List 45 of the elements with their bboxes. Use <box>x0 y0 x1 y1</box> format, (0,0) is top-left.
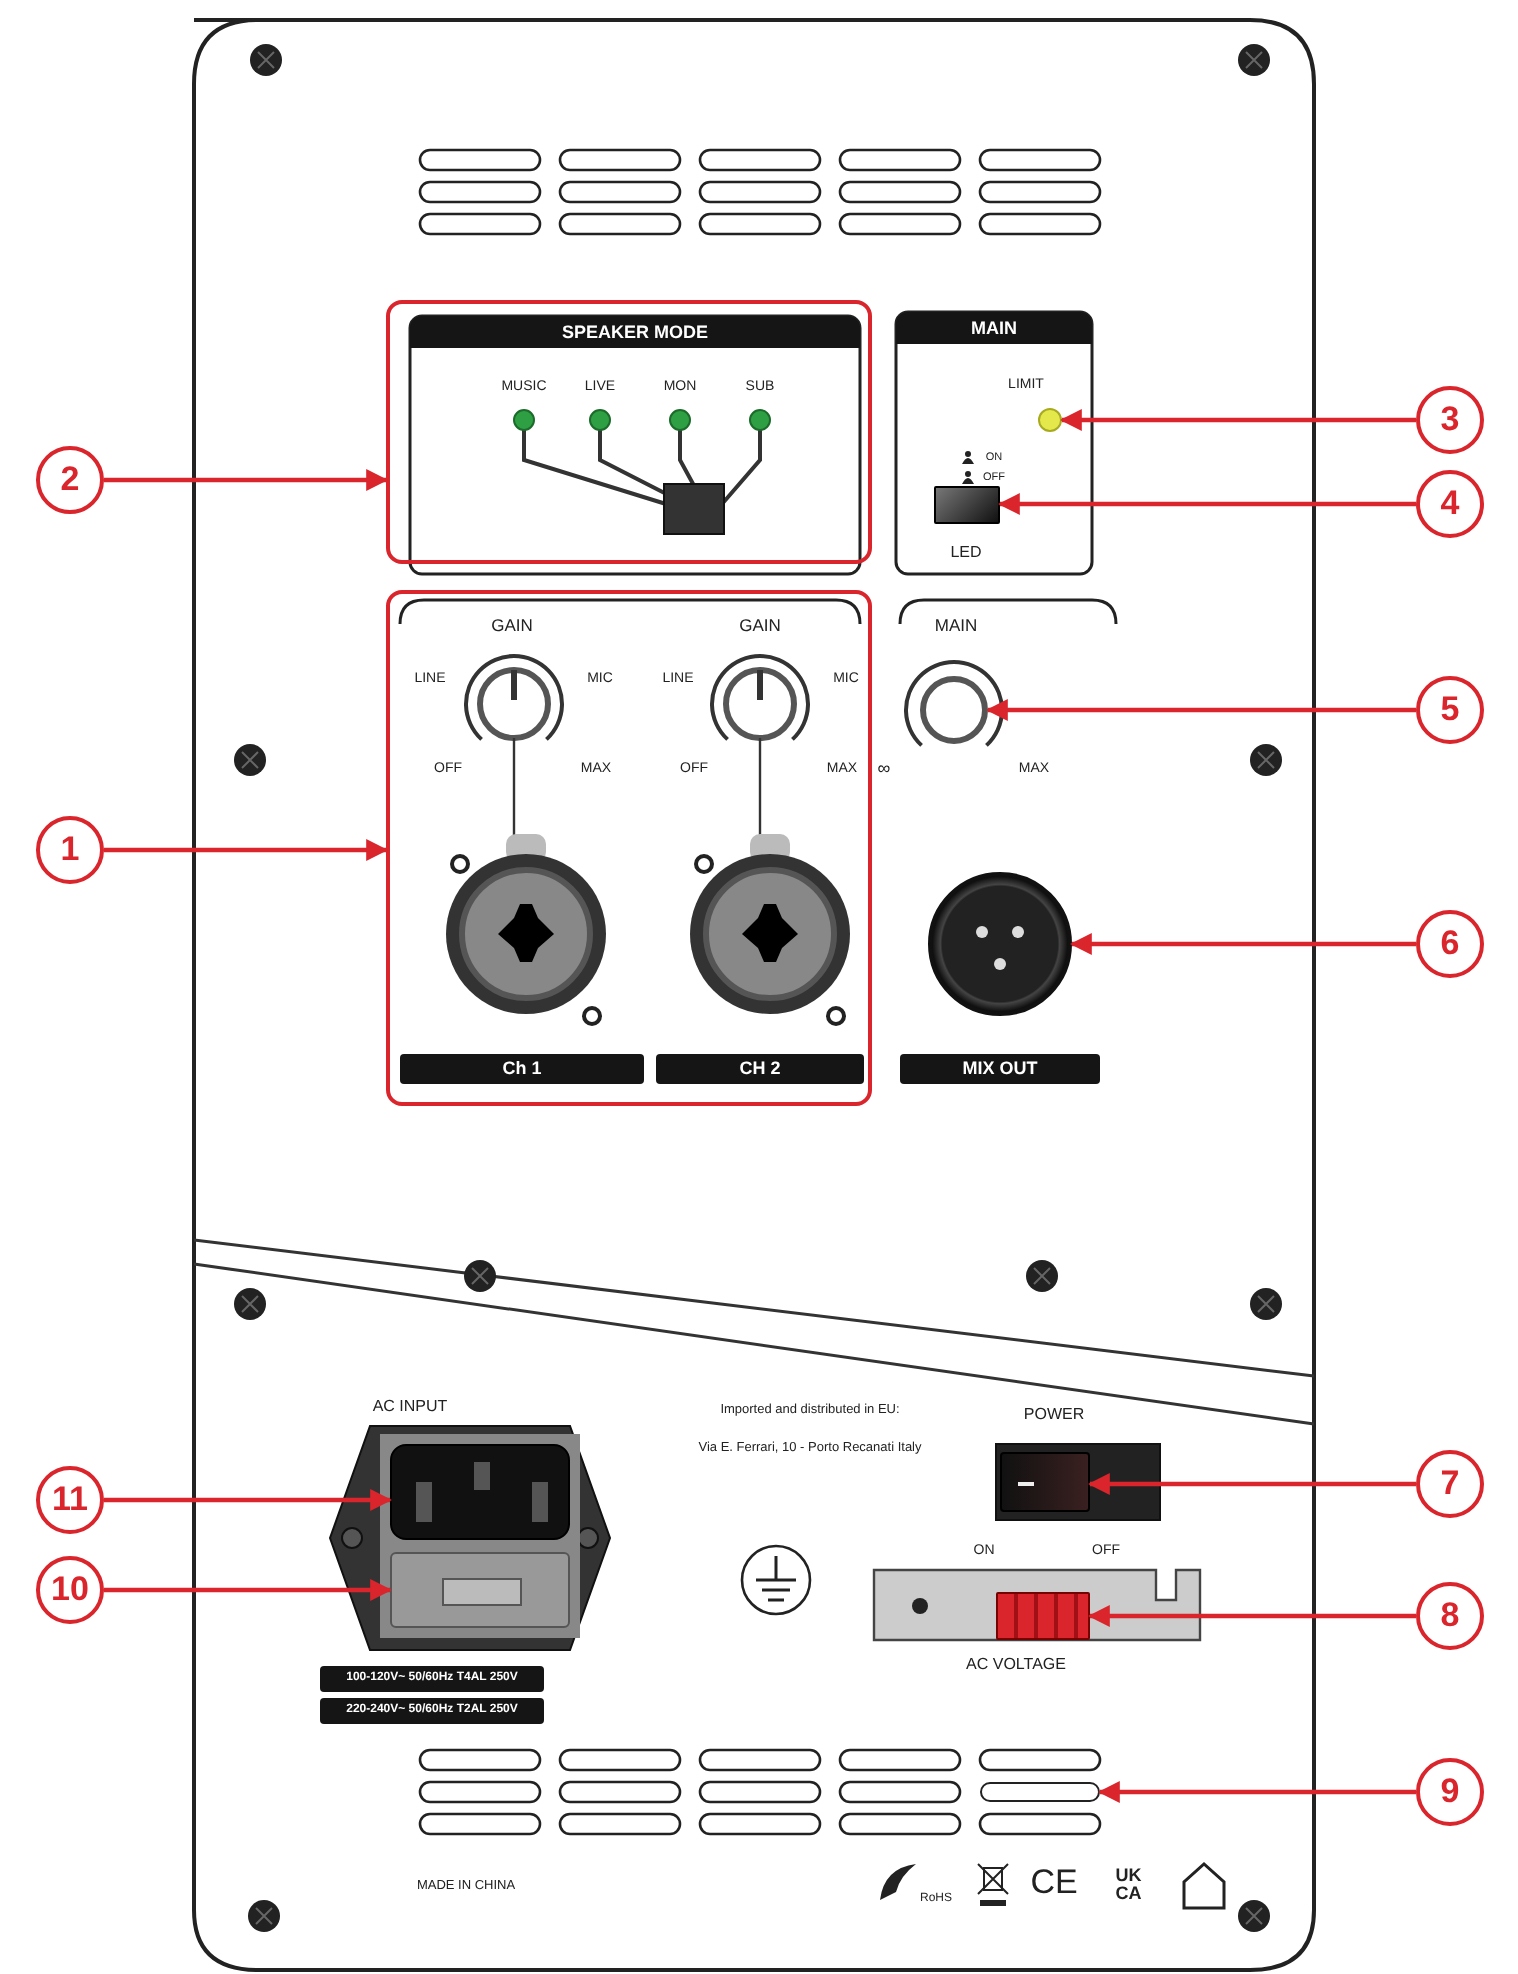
callout-number: 2 <box>36 446 104 514</box>
panel-label: AC VOLTAGE <box>966 1657 1066 1675</box>
channel-label: MIX OUT <box>900 1054 1100 1084</box>
callout-number: 9 <box>1416 1758 1484 1826</box>
callout-arrow <box>104 469 389 491</box>
fuse-drawer <box>390 1552 570 1628</box>
vent-slot <box>980 1782 1100 1802</box>
channel-label: CH 2 <box>656 1054 864 1084</box>
control-label: GAIN <box>491 616 533 636</box>
callout-number: 3 <box>1416 386 1484 454</box>
callout-arrow <box>997 493 1416 515</box>
callout-arrow <box>1087 1473 1416 1495</box>
panel-label: POWER <box>1023 1407 1085 1425</box>
callout-number: 5 <box>1416 676 1484 744</box>
panel-label: AC INPUT <box>372 1399 448 1417</box>
rocker-switch <box>1000 1452 1090 1512</box>
control-label: LED <box>950 545 982 563</box>
callout-number: 8 <box>1416 1582 1484 1650</box>
push-switch <box>934 486 1000 524</box>
callout-number: 10 <box>36 1556 104 1624</box>
highlight-frame <box>386 590 872 1106</box>
callout-arrow <box>104 839 389 861</box>
callout-arrow <box>1087 1605 1416 1627</box>
control-label: ∞ <box>877 760 891 780</box>
panel-heading: SPEAKER MODE <box>410 316 860 348</box>
panel-heading: MAIN <box>896 312 1092 344</box>
callout-arrow <box>1069 933 1416 955</box>
callout-arrow <box>104 1489 393 1511</box>
callout-arrow <box>104 1579 393 1601</box>
control-label: GAIN <box>739 616 781 636</box>
callout-arrow <box>1059 409 1416 431</box>
callout-number: 6 <box>1416 910 1484 978</box>
callout-number: 7 <box>1416 1450 1484 1518</box>
certification-mark: UK CA <box>1115 1866 1141 1902</box>
voltage-selector <box>996 1592 1090 1640</box>
callout-arrow <box>1097 1781 1416 1803</box>
channel-label: Ch 1 <box>400 1054 644 1084</box>
callout-number: 11 <box>36 1466 104 1534</box>
callout-number: 4 <box>1416 470 1484 538</box>
callout-arrow <box>985 699 1416 721</box>
control-label: MAIN <box>934 616 978 636</box>
callout-number: 1 <box>36 816 104 884</box>
certification-mark: CE <box>1030 1865 1078 1903</box>
highlight-frame <box>386 300 872 564</box>
power-socket <box>390 1444 570 1540</box>
